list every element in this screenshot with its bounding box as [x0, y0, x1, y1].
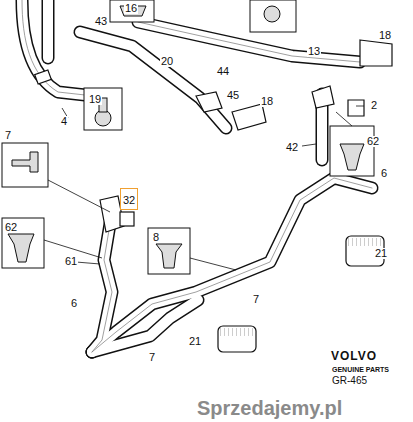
callout-number: 16 — [124, 3, 138, 14]
callout-number: 6 — [70, 298, 78, 309]
callout-number: 44 — [216, 66, 230, 77]
callout-number: 43 — [94, 16, 108, 27]
callout-number: 21 — [188, 336, 202, 347]
callout-number: 7 — [252, 294, 260, 305]
callout-number: 32 — [123, 194, 135, 206]
callout-number: 21 — [374, 248, 388, 259]
callout-number: 42 — [285, 142, 299, 153]
callout-number: 6 — [380, 168, 388, 179]
brand-text: GENUINE PARTS — [331, 366, 390, 373]
callout-number: 62 — [4, 222, 18, 233]
callout-number: 2 — [370, 100, 378, 111]
brand-text: VOLVO — [330, 350, 378, 362]
callout-number: 61 — [64, 256, 78, 267]
callout-number: 13 — [307, 46, 321, 57]
callout-number: 19 — [88, 94, 102, 105]
callout-number: 18 — [378, 30, 392, 41]
brand-text: GR-465 — [331, 376, 368, 386]
callout-number: 7 — [4, 130, 12, 141]
callout-number: 8 — [152, 232, 160, 243]
highlighted-callout: 32 — [120, 188, 138, 210]
callout-number: 45 — [226, 90, 240, 101]
callout-number: 20 — [160, 56, 174, 67]
callout-number: 4 — [60, 116, 68, 127]
callout-number: 18 — [260, 96, 274, 107]
watermark: Sprzedajemy.pl — [196, 398, 343, 418]
callout-number: 62 — [366, 136, 380, 147]
callout-number: 7 — [148, 352, 156, 363]
